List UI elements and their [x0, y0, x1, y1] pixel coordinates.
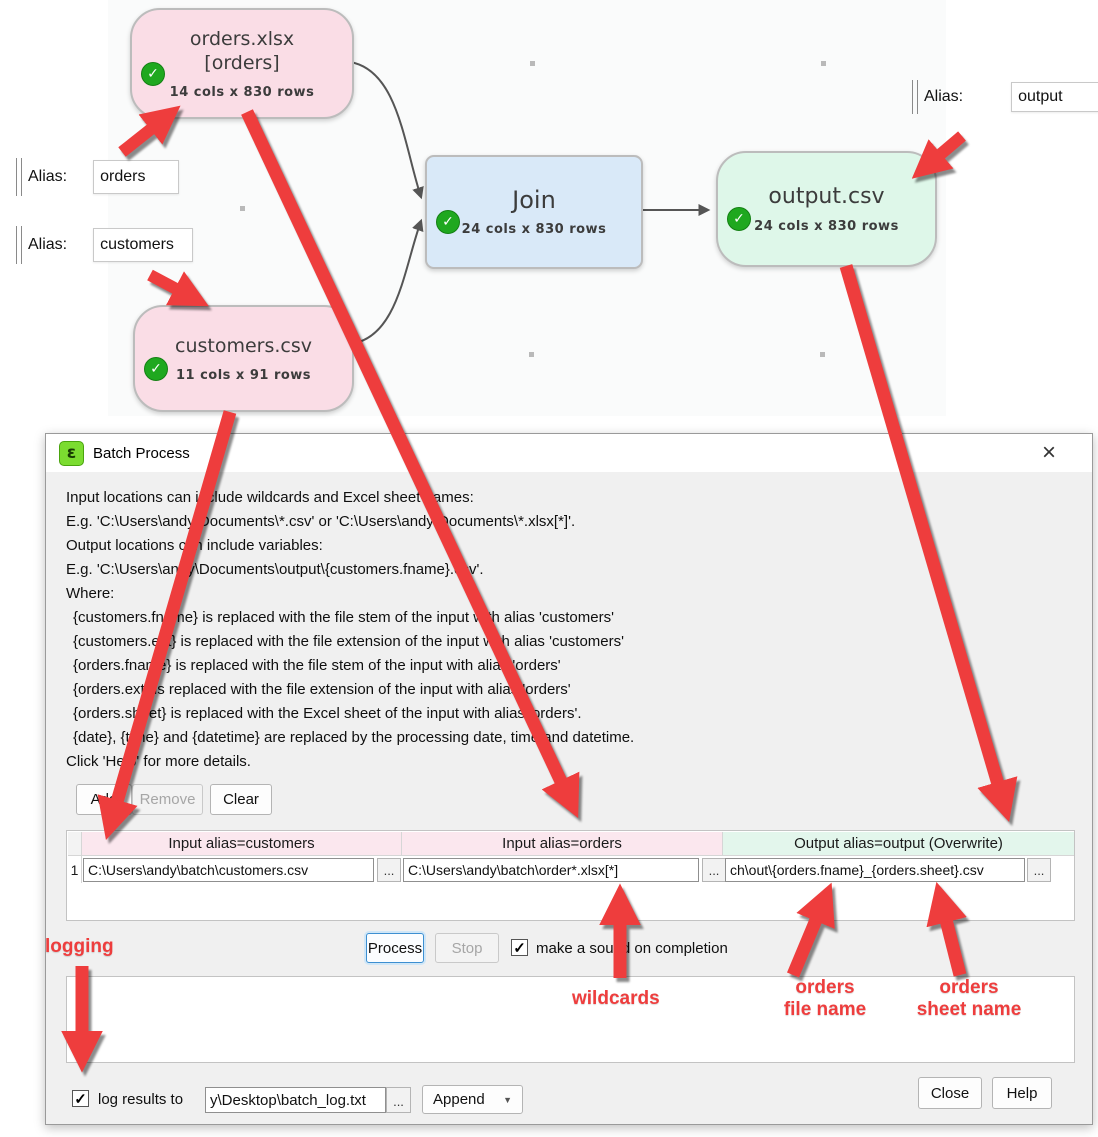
append-mode-dropdown[interactable]: Append ▼ — [422, 1085, 523, 1114]
panel-edge-decoration — [912, 80, 918, 114]
alias-row-output: Alias: — [912, 80, 1098, 114]
alias-label: Alias: — [28, 236, 68, 253]
instruction-line: {customers.fname} is replaced with the f… — [73, 609, 614, 626]
node-stats: 24 cols x 830 rows — [461, 221, 607, 237]
panel-edge-decoration — [16, 226, 22, 264]
log-output-area[interactable] — [66, 976, 1075, 1063]
column-header-orders[interactable]: Input alias=orders — [402, 832, 723, 856]
chevron-down-icon: ▼ — [503, 1094, 512, 1105]
clear-button[interactable]: Clear — [210, 784, 272, 815]
append-mode-value: Append — [433, 1091, 485, 1108]
add-button[interactable]: Add — [76, 784, 132, 815]
canvas-grid-dot — [529, 352, 534, 357]
node-join-transform[interactable]: ✓ Join 24 cols x 830 rows — [425, 155, 643, 269]
batch-process-dialog: ε Batch Process × Input locations can in… — [45, 433, 1093, 1125]
remove-button[interactable]: Remove — [132, 784, 203, 815]
output-path-input[interactable] — [725, 858, 1025, 882]
batch-table: Input alias=customers Input alias=orders… — [66, 830, 1075, 921]
annotation-label-line: sheet name — [916, 999, 1022, 1020]
sound-checkbox[interactable]: ✓ — [511, 939, 528, 957]
alias-input-output[interactable] — [1011, 82, 1098, 112]
node-stats: 11 cols x 91 rows — [175, 368, 312, 383]
log-results-label: log results to — [98, 1091, 184, 1108]
instruction-line: {customers.ext} is replaced with the fil… — [73, 633, 625, 650]
sound-checkbox-label: make a sound on completion — [536, 940, 728, 957]
success-check-icon: ✓ — [144, 356, 168, 381]
node-output[interactable]: ✓ output.csv 24 cols x 830 rows — [716, 151, 937, 267]
annotation-label-orders-sheet-name: orders sheet name — [903, 977, 1035, 1021]
column-header-customers[interactable]: Input alias=customers — [82, 832, 402, 856]
instruction-line: E.g. 'C:\Users\andy\Documents\output\{cu… — [66, 561, 484, 578]
process-button[interactable]: Process — [366, 933, 424, 963]
annotation-label-wildcards: wildcards — [572, 988, 660, 1009]
log-path-input[interactable] — [205, 1087, 386, 1113]
log-results-checkbox[interactable]: ✓ — [72, 1090, 89, 1108]
panel-edge-decoration — [16, 158, 22, 196]
help-button[interactable]: Help — [992, 1077, 1052, 1109]
instructions-block: Input locations can include wildcards an… — [66, 486, 634, 774]
annotation-label-orders-file-name: orders file name — [770, 977, 880, 1021]
instruction-line: {orders.fname} is replaced with the file… — [73, 657, 561, 674]
canvas-grid-dot — [240, 206, 245, 211]
node-customers-input[interactable]: ✓ customers.csv 11 cols x 91 rows — [133, 305, 354, 412]
node-title: Join — [512, 185, 556, 214]
browse-orders-button[interactable]: ... — [702, 858, 726, 882]
canvas-grid-dot — [821, 61, 826, 66]
instruction-line: E.g. 'C:\Users\andy\Documents\*.csv' or … — [66, 513, 576, 530]
success-check-icon: ✓ — [141, 61, 165, 86]
alias-label: Alias: — [28, 168, 68, 185]
node-title: output.csv — [768, 183, 885, 209]
alias-row-orders: Alias: — [16, 158, 180, 196]
instruction-line: {date}, {time} and {datetime} are replac… — [73, 729, 635, 746]
node-orders-input[interactable]: ✓ orders.xlsx [orders] 14 cols x 830 row… — [130, 8, 354, 119]
success-check-icon: ✓ — [727, 207, 751, 231]
instruction-line: {orders.sheet} is replaced with the Exce… — [73, 705, 582, 722]
node-title: customers.csv — [175, 335, 312, 357]
alias-label: Alias: — [924, 88, 964, 105]
node-title: orders.xlsx — [189, 28, 295, 50]
browse-customers-button[interactable]: ... — [377, 858, 401, 882]
app-logo-icon: ε — [59, 440, 84, 466]
instruction-line: Click 'Help' for more details. — [66, 753, 251, 770]
node-stats: 24 cols x 830 rows — [754, 218, 899, 234]
instruction-line: {orders.ext} is replaced with the file e… — [73, 681, 571, 698]
alias-input-customers[interactable] — [93, 228, 194, 262]
close-button[interactable]: Close — [918, 1077, 982, 1109]
browse-output-button[interactable]: ... — [1027, 858, 1051, 882]
customers-path-input[interactable] — [83, 858, 374, 882]
annotation-label-line: orders — [795, 977, 855, 998]
orders-path-input[interactable] — [403, 858, 699, 882]
close-icon[interactable]: × — [1041, 439, 1056, 466]
instruction-line: Output locations can include variables: — [66, 537, 323, 554]
row-number: 1 — [68, 856, 82, 883]
dialog-title: Batch Process — [93, 444, 190, 462]
log-browse-button[interactable]: ... — [386, 1087, 411, 1113]
annotation-label-line: file name — [783, 999, 867, 1020]
column-header-output[interactable]: Output alias=output (Overwrite) — [723, 832, 1074, 856]
alias-row-customers: Alias: — [16, 226, 194, 264]
stop-button[interactable]: Stop — [435, 933, 499, 963]
instruction-line: Input locations can include wildcards an… — [66, 489, 474, 506]
annotation-label-line: orders — [939, 977, 999, 998]
annotation-label-logging: logging — [45, 936, 114, 957]
instruction-line: Where: — [66, 585, 115, 602]
node-stats: 14 cols x 830 rows — [169, 85, 315, 100]
canvas-grid-dot — [820, 352, 825, 357]
row-number-header — [68, 832, 82, 856]
alias-input-orders[interactable] — [93, 160, 180, 194]
success-check-icon: ✓ — [436, 210, 460, 234]
dialog-titlebar[interactable]: ε Batch Process × — [46, 434, 1092, 472]
node-subtitle: [orders] — [204, 52, 280, 74]
canvas-grid-dot — [530, 61, 535, 66]
